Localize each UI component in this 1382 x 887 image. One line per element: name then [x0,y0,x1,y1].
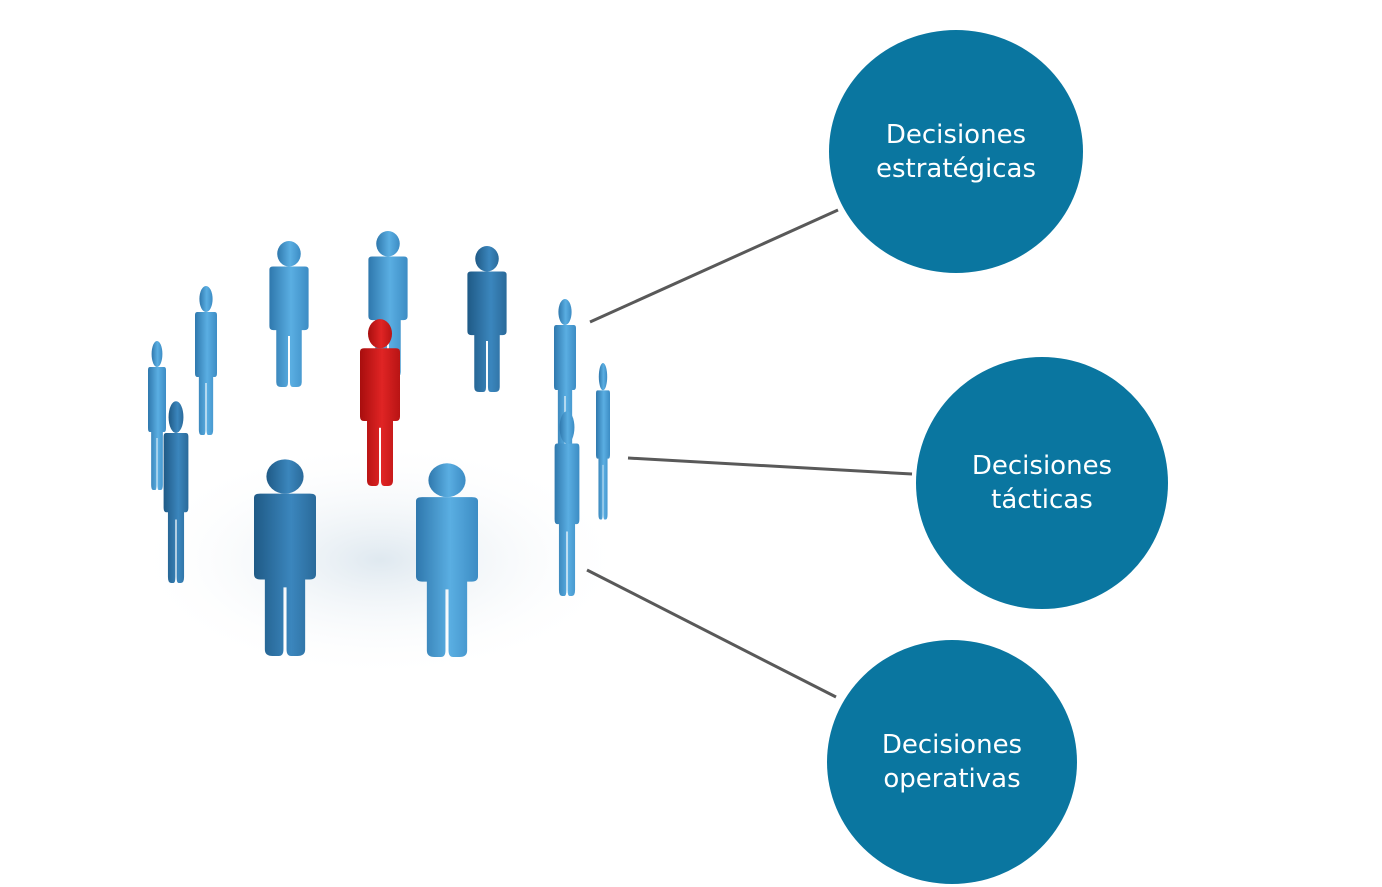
node-label-line2: tácticas [991,485,1093,515]
decision-node-strategic: Decisiones estratégicas [829,30,1083,273]
decision-node-operative: Decisiones operativas [827,640,1077,884]
node-label-line2: estratégicas [875,153,1037,184]
node-label-line2: operativas [883,764,1021,794]
connector-line-strategic [589,208,839,324]
decision-node-tactical: Decisiones tácticas [916,357,1168,609]
node-label-line1: Decisiones [885,119,1027,150]
connector-line-operative [586,568,837,699]
node-label-line1: Decisiones [971,451,1113,481]
connector-line-tactical [627,456,913,476]
node-label-line1: Decisiones [881,730,1023,760]
